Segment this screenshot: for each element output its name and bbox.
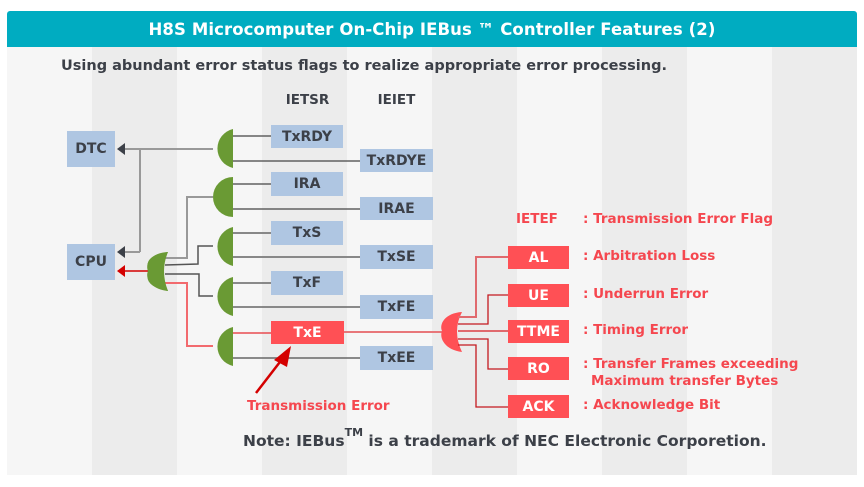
transmission-error-arrow-shaft xyxy=(255,357,284,394)
wire-ue xyxy=(458,294,508,325)
flag-txee: TxEE xyxy=(360,346,433,370)
slide-title: H8S Microcomputer On-Chip IEBus ™ Contro… xyxy=(7,11,857,47)
ietef-description: : Transmission Error Flag xyxy=(583,211,774,227)
bit-ack-description: : Acknowledge Bit xyxy=(583,397,721,413)
wire-ro xyxy=(458,338,508,370)
bit-al-description: : Arbitration Loss xyxy=(583,248,716,264)
and-gate-2 xyxy=(213,177,233,217)
bit-ro-description: : Transfer Frames exceeding xyxy=(583,356,799,372)
wire-ack xyxy=(458,344,508,408)
and-gate-3 xyxy=(217,227,233,266)
flag-ira: IRA xyxy=(271,172,343,196)
and-gate-4 xyxy=(217,277,233,316)
note-tm: TM xyxy=(344,426,364,439)
flag-txf: TxF xyxy=(271,271,343,295)
wire-gate5-red xyxy=(165,282,213,347)
wire-al xyxy=(458,256,508,318)
bit-ttme-description: : Timing Error xyxy=(583,322,689,338)
and-gate-1 xyxy=(217,129,233,168)
wire-gate2 xyxy=(165,196,213,259)
flag-txs: TxS xyxy=(271,221,343,245)
dtc-arrow-icon xyxy=(117,143,125,155)
cpu-box: CPU xyxy=(67,244,115,280)
bit-ue: UE xyxy=(508,284,569,307)
and-gate-5 xyxy=(217,327,233,366)
bit-ack: ACK xyxy=(508,395,569,418)
bit-ro-description-line2: Maximum transfer Bytes xyxy=(591,373,779,389)
or-gate-cpu-body xyxy=(147,252,168,291)
ietef-label: IETEF xyxy=(516,211,558,227)
flag-irae: IRAE xyxy=(360,197,433,220)
bit-ttme: TTME xyxy=(508,320,569,343)
transmission-error-label: Transmission Error xyxy=(247,398,390,414)
cpu-red-arrow-icon xyxy=(117,265,125,277)
cpu-gray-arrow-icon xyxy=(117,246,125,258)
note-suffix: is a trademark of NEC Electronic Corpore… xyxy=(363,432,767,451)
flag-txrdye: TxRDYE xyxy=(360,149,433,172)
bit-al: AL xyxy=(508,246,569,269)
flag-txrdy: TxRDY xyxy=(271,125,343,148)
flag-txse: TxSE xyxy=(360,245,433,269)
note-prefix: Note: IEBus xyxy=(243,432,345,451)
dtc-box: DTC xyxy=(67,131,115,167)
wire-gate3 xyxy=(164,245,213,266)
bit-ue-description: : Underrun Error xyxy=(583,286,709,302)
bit-ro: RO xyxy=(508,357,569,380)
wire-gate4 xyxy=(165,273,213,297)
column-heading-ietsr: IETSR xyxy=(285,92,330,108)
transmission-error-arrow-icon xyxy=(274,346,291,367)
or-gate-ietef xyxy=(441,312,462,352)
flag-txe: TxE xyxy=(271,321,344,344)
column-heading-ieiet: IEIET xyxy=(377,92,416,108)
subtitle: Using abundant error status flags to rea… xyxy=(61,58,667,74)
trademark-note: Note: IEBusTM is a trademark of NEC Elec… xyxy=(243,426,767,451)
flag-txfe: TxFE xyxy=(360,295,433,319)
